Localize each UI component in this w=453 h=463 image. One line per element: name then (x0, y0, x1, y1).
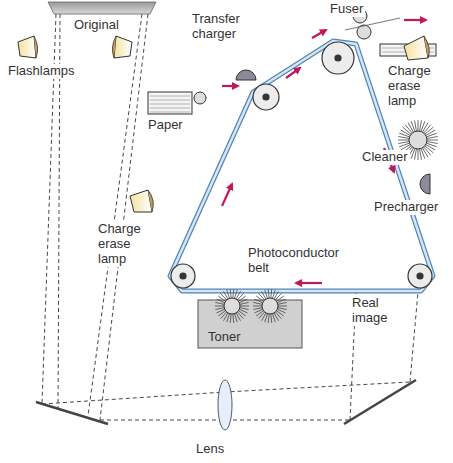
part-label: Fuser (328, 2, 365, 17)
mirror (344, 380, 416, 424)
part-label: Flashlamps (6, 64, 76, 79)
mirror (36, 402, 108, 424)
part-label: Photoconductor belt (246, 246, 338, 276)
flashlamp (18, 36, 38, 58)
paper-stack (148, 92, 206, 114)
toner-unit (198, 289, 302, 348)
part-label: Lens (194, 442, 226, 457)
part-label: Real image (350, 296, 398, 326)
transfer-charger (236, 70, 256, 80)
part-label: Paper (146, 118, 185, 133)
flashlamp (112, 36, 132, 58)
part-label: Charge erase lamp (96, 222, 156, 267)
charge-erase-lamp (130, 190, 153, 212)
lens (218, 380, 232, 430)
motion-arrow (222, 20, 426, 283)
part-label: Original (72, 18, 121, 33)
original-plate (48, 2, 156, 14)
part-label: Toner (206, 330, 243, 345)
part-label: Charge erase lamp (386, 64, 450, 109)
charge-erase-lamp (404, 36, 429, 60)
light-rays (42, 14, 418, 420)
precharger (420, 174, 430, 194)
part-label: Transfer charger (190, 12, 252, 42)
part-label: Precharger (372, 200, 440, 215)
part-label: Cleaner (360, 150, 410, 165)
